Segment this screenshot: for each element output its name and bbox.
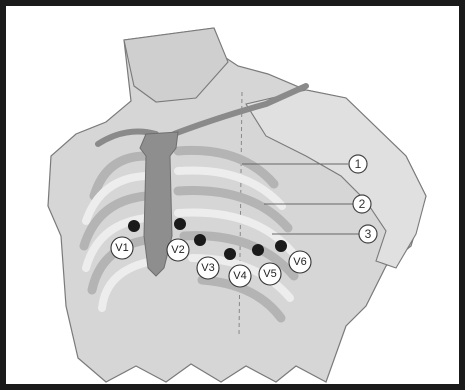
- callout-marker-2: 2: [353, 195, 371, 213]
- callout-marker-1: 1: [349, 155, 367, 173]
- callout-label: 2: [359, 197, 366, 211]
- electrode-label: V5: [263, 268, 276, 280]
- electrode-label: V3: [201, 262, 214, 274]
- callout-marker-3: 3: [359, 225, 377, 243]
- electrode-label: V6: [293, 256, 306, 268]
- chest-diagram: 1 2 3 V1 V2 V3 V4: [6, 6, 459, 384]
- electrode-label: V4: [233, 270, 246, 282]
- callout-label: 3: [365, 227, 372, 241]
- electrode-label: V1: [115, 242, 128, 254]
- electrode-label: V2: [171, 244, 184, 256]
- callout-label: 1: [355, 157, 362, 171]
